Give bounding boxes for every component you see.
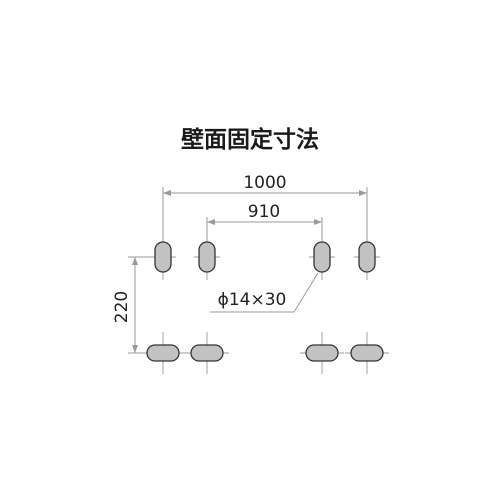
hole-size-label: ϕ14×30 [218, 290, 287, 310]
vertical-slot-hole [154, 241, 172, 273]
arrow-left-inner [207, 219, 215, 225]
arrow-top-height [132, 257, 138, 265]
horizontal-slot-hole [350, 344, 384, 362]
dimension-height: 220 [112, 256, 152, 354]
dimension-outer-width: 1000 [162, 173, 368, 240]
arrow-right-inner [314, 219, 322, 225]
dimension-label-height: 220 [112, 291, 132, 323]
vertical-slot-hole [358, 241, 376, 273]
arrow-left-outer [163, 190, 171, 196]
arrow-right-outer [359, 190, 367, 196]
dimension-label-inner-width: 910 [248, 202, 280, 222]
vertical-slot-hole [313, 241, 331, 273]
horizontal-slot-hole [146, 344, 180, 362]
arrow-bottom-height [132, 345, 138, 353]
top-row-slots [150, 235, 380, 280]
vertical-slot-hole [198, 241, 216, 273]
horizontal-slot-hole [305, 344, 339, 362]
bottom-row-slots [141, 332, 389, 374]
horizontal-slot-hole [190, 344, 224, 362]
leader-line-diagonal [293, 272, 319, 313]
hole-callout: ϕ14×30 [210, 272, 319, 313]
dimension-label-outer-width: 1000 [243, 173, 286, 193]
dimension-inner-width: 910 [206, 202, 323, 240]
diagram-title: 壁面固定寸法 [181, 126, 319, 153]
